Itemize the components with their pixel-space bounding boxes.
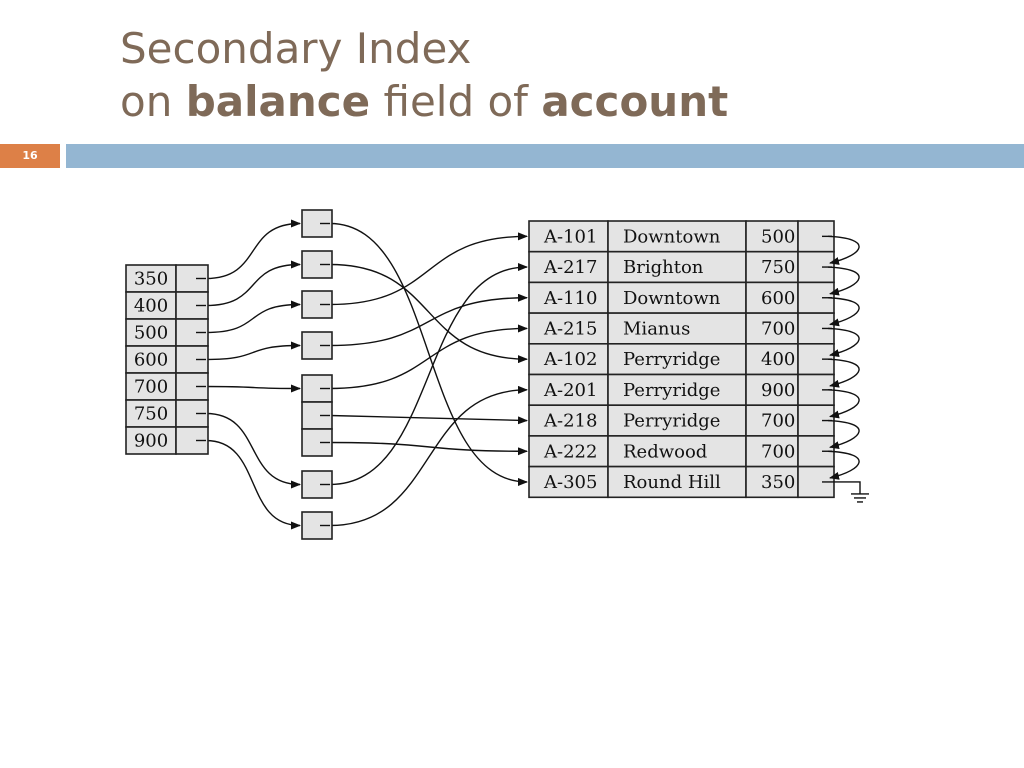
account-number-cell [528, 373, 609, 407]
balance-cell [745, 465, 799, 499]
index-to-bucket-arrow [205, 439, 301, 530]
index-key-label: 400 [134, 296, 168, 317]
index-key-cell [125, 318, 177, 347]
chain-arrow [827, 327, 860, 357]
chain-arrow [827, 419, 860, 450]
index-key-cell [125, 264, 177, 293]
branch-name-cell [607, 342, 747, 376]
balance-value: 900 [761, 380, 795, 401]
title-relation-name: account [541, 77, 729, 126]
balance-value: 500 [761, 226, 795, 247]
index-key-cell [125, 426, 177, 455]
index-key-label: 500 [134, 323, 168, 344]
title-field-name: balance [185, 77, 371, 126]
balance-value: 350 [761, 472, 795, 493]
chain-arrow [827, 389, 860, 419]
record-chain-pointers [822, 235, 869, 503]
pointer-arrows [205, 219, 528, 530]
index-key-label: 600 [134, 350, 168, 371]
slide-title: Secondary Index on balance field of acco… [120, 22, 728, 128]
title-line-2: on balance field of account [120, 75, 728, 128]
bucket-to-record-arrow [329, 232, 528, 306]
branch-name: Downtown [623, 226, 721, 247]
account-number: A-305 [543, 472, 597, 493]
branch-name: Mianus [623, 318, 690, 339]
title-word-field-of: field of [383, 77, 528, 126]
index-to-bucket-arrow [205, 300, 301, 334]
index-to-bucket-arrow [205, 260, 301, 307]
index-key-label: 350 [134, 269, 168, 290]
balance-value: 700 [761, 411, 795, 432]
branch-name-cell [607, 435, 747, 468]
index-to-bucket-arrow [205, 219, 301, 280]
chain-arrow [827, 235, 860, 265]
bucket-to-record-arrow [329, 263, 528, 486]
balance-value: 750 [761, 257, 795, 278]
chain-arrow [827, 266, 860, 296]
index-key-label: 750 [134, 404, 168, 425]
balance-value: 600 [761, 288, 795, 309]
account-number: A-218 [543, 411, 597, 432]
account-number: A-101 [543, 226, 597, 247]
account-number-cell [528, 220, 609, 253]
account-number: A-102 [543, 349, 597, 370]
index-to-bucket-arrow [205, 341, 301, 361]
branch-name: Brighton [623, 257, 704, 278]
bucket-to-record-arrow [329, 385, 528, 527]
bucket-to-record-arrow [329, 293, 528, 347]
index-to-bucket-arrow [205, 412, 301, 489]
account-number-cell [528, 465, 609, 499]
balance-cell [745, 220, 799, 253]
chain-arrow [827, 358, 860, 388]
title-line-1: Secondary Index [120, 24, 472, 73]
index-key-cell [125, 399, 177, 428]
bucket-to-record-arrow [329, 222, 528, 486]
bucket-to-record-arrow [329, 441, 528, 456]
index-key-cell [125, 372, 177, 401]
branch-name: Perryridge [623, 380, 720, 401]
balance-value: 700 [761, 318, 795, 339]
branch-name: Perryridge [623, 411, 720, 432]
branch-name: Perryridge [623, 349, 720, 370]
branch-name: Redwood [623, 441, 707, 462]
title-word-on: on [120, 77, 173, 126]
branch-name: Round Hill [623, 472, 721, 493]
account-number: A-201 [543, 380, 597, 401]
balance-value: 700 [761, 441, 795, 462]
bucket-pointers [301, 209, 333, 540]
account-number: A-215 [543, 318, 597, 339]
null-pointer-line [832, 481, 861, 494]
index-key-label: 900 [134, 431, 168, 452]
title-underline-bar [66, 144, 1024, 168]
slide-number: 16 [0, 144, 60, 168]
account-number: A-110 [543, 288, 597, 309]
branch-name: Downtown [623, 288, 721, 309]
bucket-to-record-arrow [329, 414, 528, 425]
index-to-bucket-arrow [205, 384, 301, 393]
account-number: A-222 [543, 441, 597, 462]
branch-name-cell [607, 250, 747, 284]
index-key-label: 700 [134, 377, 168, 398]
account-number-cell [528, 435, 609, 468]
secondary-index-file: 350 400 500 600 700 750 900 [125, 264, 209, 455]
account-number-cell [528, 404, 609, 437]
chain-arrow [827, 450, 860, 480]
bucket-to-record-arrow [329, 263, 528, 364]
bucket-to-record-arrow [329, 324, 528, 390]
branch-name-cell [607, 220, 747, 253]
account-number: A-217 [543, 257, 597, 278]
balance-cell [745, 404, 799, 437]
balance-cell [745, 281, 799, 314]
chain-arrow [827, 297, 860, 327]
branch-name-cell [607, 312, 747, 345]
balance-value: 400 [761, 349, 795, 370]
